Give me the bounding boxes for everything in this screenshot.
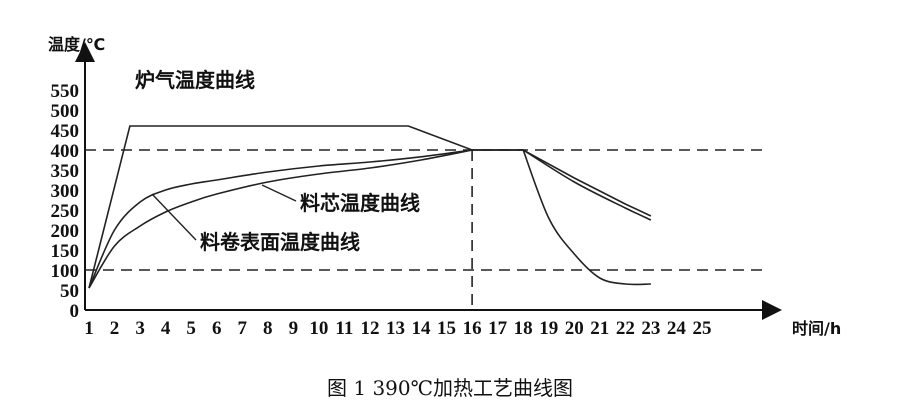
x-tick-label: 14 xyxy=(412,318,432,339)
y-tick-label: 250 xyxy=(51,201,80,222)
x-tick-label: 19 xyxy=(539,318,558,339)
x-tick-label: 22 xyxy=(616,318,635,339)
x-axis-label: 时间/h xyxy=(792,319,841,338)
x-tick-label: 23 xyxy=(641,318,660,339)
y-tick-label: 150 xyxy=(51,241,80,262)
leader-core xyxy=(261,184,297,202)
y-tick-label: 0 xyxy=(70,301,80,322)
x-tick-label: 21 xyxy=(590,318,609,339)
figure-caption: 图 1 390℃加热工艺曲线图 xyxy=(327,376,573,400)
x-tick-label: 2 xyxy=(110,318,120,339)
y-tick-label: 350 xyxy=(51,161,80,182)
series-label-core: 料芯温度曲线 xyxy=(300,191,420,215)
x-tick-label: 7 xyxy=(237,318,247,339)
y-tick-label: 500 xyxy=(51,101,80,122)
y-tick-label: 200 xyxy=(51,221,80,242)
y-tick-label: 550 xyxy=(51,81,80,102)
y-tick-label: 300 xyxy=(51,181,80,202)
x-tick-label: 20 xyxy=(565,318,584,339)
series-label-furnace: 炉气温度曲线 xyxy=(135,68,255,92)
x-tick-label: 13 xyxy=(386,318,405,339)
y-tick-label: 400 xyxy=(51,141,80,162)
x-tick-label: 15 xyxy=(437,318,456,339)
x-tick-label: 10 xyxy=(309,318,328,339)
x-tick-label: 6 xyxy=(212,318,222,339)
y-tick-label: 50 xyxy=(60,281,79,302)
y-axis-label: 温度/℃ xyxy=(47,35,105,54)
y-tick-label: 100 xyxy=(51,261,80,282)
x-tick-label: 25 xyxy=(692,318,711,339)
x-tick-label: 8 xyxy=(263,318,273,339)
y-tick-label: 450 xyxy=(51,121,80,142)
reference-lines xyxy=(85,149,762,310)
series-label-surface: 料卷表面温度曲线 xyxy=(200,230,360,254)
x-tick-label: 1 xyxy=(84,318,94,339)
leader-surface xyxy=(151,193,197,241)
x-tick-label: 4 xyxy=(161,318,171,339)
series-core xyxy=(88,149,652,289)
x-tick-label: 9 xyxy=(289,318,299,339)
x-tick-label: 16 xyxy=(463,318,482,339)
series-surface xyxy=(88,149,651,289)
series-lines xyxy=(88,125,652,289)
x-tick-label: 17 xyxy=(488,318,508,339)
x-tick-label: 18 xyxy=(514,318,533,339)
x-tick-label: 12 xyxy=(360,318,379,339)
x-tick-label: 24 xyxy=(667,318,687,339)
x-tick-label: 5 xyxy=(186,318,196,339)
x-tick-label: 3 xyxy=(135,318,145,339)
x-tick-label: 11 xyxy=(335,318,353,339)
